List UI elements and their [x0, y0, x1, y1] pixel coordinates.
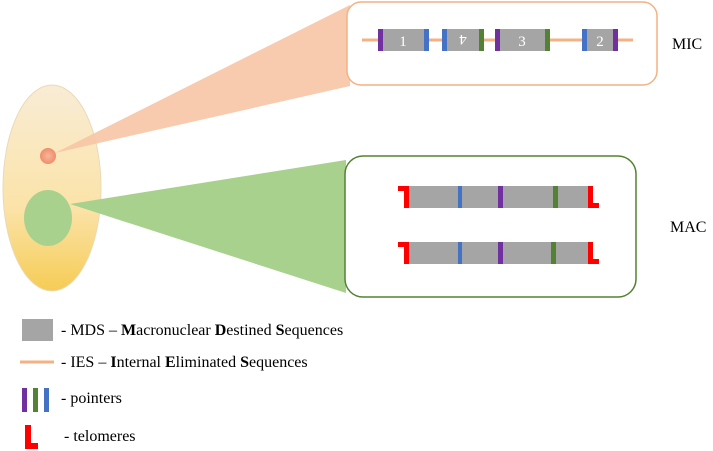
mic-pointer	[378, 29, 383, 51]
macronucleus	[24, 190, 72, 246]
telomere-swatch-icon	[25, 425, 38, 449]
mic-mds-segment	[378, 29, 428, 51]
mac-pointer	[553, 186, 558, 208]
mic-pointer	[582, 29, 587, 51]
telomere-icon	[398, 186, 409, 208]
mic-zoom-wedge	[55, 5, 350, 153]
mic-pointer	[545, 29, 550, 51]
ciliate-cell	[2, 84, 102, 292]
mac-zoom-wedge	[70, 160, 346, 293]
mic-pointer	[613, 29, 618, 51]
mac-pointer	[458, 186, 462, 208]
mic-mds-segment	[582, 29, 618, 51]
mac-pointer	[458, 242, 462, 264]
mic-segment-label: 1	[399, 34, 407, 50]
mic-mds-segment	[442, 29, 484, 51]
mac-label: MAC	[670, 219, 706, 236]
mic-segment-label: 2	[596, 34, 604, 50]
mac-chromosome	[398, 242, 599, 264]
pointer-swatch	[22, 388, 49, 412]
mac-pointer	[498, 242, 503, 264]
mds-swatch	[22, 319, 53, 341]
mac-box	[344, 155, 637, 298]
mic-pointer	[495, 29, 500, 51]
telomere-icon	[588, 242, 599, 264]
mic-mds-segment	[495, 29, 550, 51]
mac-mds-segment	[407, 186, 588, 208]
telomere-icon	[588, 186, 599, 208]
micronucleus	[40, 148, 56, 164]
mac-chromosome	[398, 186, 599, 208]
mac-mds-segment	[407, 242, 588, 264]
mic-pointer	[424, 29, 429, 51]
mic-segment-label-inverted: 4	[459, 31, 467, 47]
mic-segment-label: 3	[518, 34, 526, 50]
legend-ies-text: - IES – Internal Eliminated Sequences	[61, 354, 308, 371]
legend: - MDS – Macronuclear Destined Sequences …	[20, 319, 343, 449]
mic-label: MIC	[672, 36, 702, 53]
mac-pointer	[551, 242, 556, 264]
legend-mds-text: - MDS – Macronuclear Destined Sequences	[61, 322, 343, 339]
telomere-icon	[398, 242, 409, 264]
mac-pointer	[498, 186, 503, 208]
mic-pointer	[442, 29, 447, 51]
mic-pointer	[479, 29, 484, 51]
legend-pointers-text: - pointers	[61, 390, 122, 407]
legend-telomeres-text: - telomeres	[64, 428, 136, 445]
